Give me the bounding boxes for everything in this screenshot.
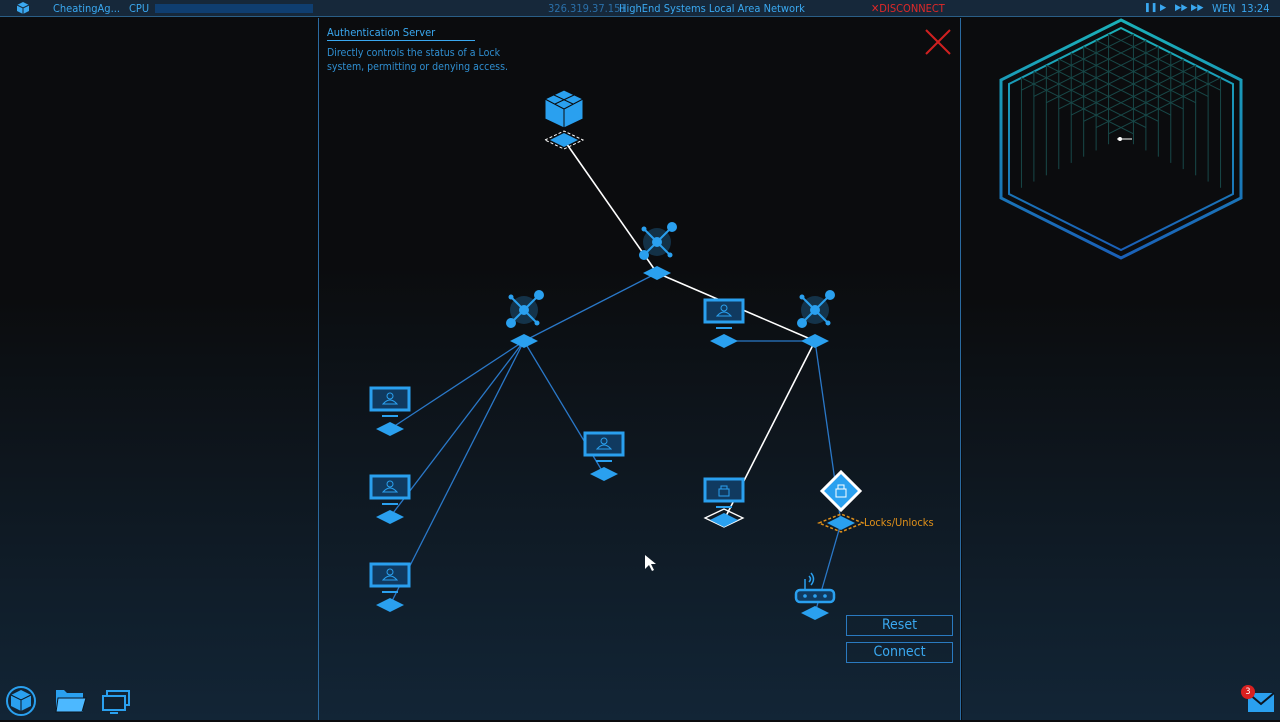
network-map-panel: Authentication Server Directly controls … <box>318 18 961 720</box>
left-panel <box>0 18 318 720</box>
cpu-label: CPU <box>129 2 150 15</box>
computer-user-icon <box>369 386 411 417</box>
computer-user-icon <box>703 298 745 329</box>
network-node-hub[interactable] <box>506 290 544 348</box>
hub-icon <box>639 222 677 260</box>
clock: 13:24 <box>1241 2 1270 15</box>
node-title: Authentication Server <box>327 26 476 41</box>
connect-button[interactable]: Connect <box>846 642 953 663</box>
fast-forward-icon[interactable]: ▶▶ <box>1175 3 1188 13</box>
network-node-server[interactable] <box>543 89 585 150</box>
network-node-router[interactable] <box>794 572 836 620</box>
pause-icon[interactable]: ❚❚ <box>1144 3 1158 13</box>
computer-locked-icon <box>703 477 745 508</box>
top-bar: CheatingAg... CPU 326.319.37.151 HighEnd… <box>0 0 1280 17</box>
computer-user-icon <box>369 562 411 593</box>
network-link <box>389 340 525 518</box>
lock-link-label: Locks/Unlocks <box>864 516 934 529</box>
play-icon[interactable]: ▶ <box>1160 3 1167 13</box>
network-link <box>389 340 525 430</box>
mail-count-badge: 3 <box>1241 685 1255 699</box>
network-node-pc[interactable] <box>583 431 625 481</box>
ip-address: 326.319.37.151 <box>548 2 627 15</box>
network-node-hub[interactable] <box>797 290 835 348</box>
network-link <box>389 340 525 606</box>
network-node-hub[interactable] <box>639 222 677 280</box>
reset-button[interactable]: Reset <box>846 615 953 636</box>
disconnect-button[interactable]: ✕DISCONNECT <box>871 2 945 15</box>
day-label: WEN <box>1212 2 1236 15</box>
fastest-forward-icon[interactable]: ▶▶ <box>1191 3 1204 13</box>
close-x-icon: ✕ <box>871 2 880 15</box>
network-link <box>523 272 658 342</box>
server-cube-icon <box>544 89 584 129</box>
network-cube-icon <box>999 18 1243 260</box>
cube-logo-icon[interactable] <box>16 1 30 20</box>
hub-icon <box>797 290 835 328</box>
network-app-icon[interactable] <box>6 686 36 716</box>
auth-lock-icon[interactable] <box>819 469 863 513</box>
app-name: CheatingAg... <box>53 2 121 15</box>
close-icon[interactable] <box>921 28 961 58</box>
computer-user-icon <box>369 474 411 505</box>
network-cube-panel <box>962 18 1280 720</box>
folder-icon[interactable] <box>55 690 87 713</box>
node-description: Directly controls the status of a Lock s… <box>327 47 508 73</box>
network-node-pc[interactable] <box>369 562 411 612</box>
hub-icon <box>506 290 544 328</box>
network-node-auth[interactable] <box>817 469 865 533</box>
wifi-router-icon <box>794 572 836 604</box>
mouse-cursor-icon <box>645 555 656 571</box>
network-node-pc[interactable] <box>703 298 745 348</box>
network-node-pc[interactable] <box>369 386 411 436</box>
taskbar <box>6 686 130 716</box>
network-name: HighEnd Systems Local Area Network <box>619 2 805 15</box>
computer-user-icon <box>583 431 625 462</box>
windows-icon[interactable] <box>102 690 130 714</box>
cpu-usage-bar <box>155 4 313 13</box>
network-node-pclock[interactable] <box>703 477 745 528</box>
network-node-pc[interactable] <box>369 474 411 524</box>
